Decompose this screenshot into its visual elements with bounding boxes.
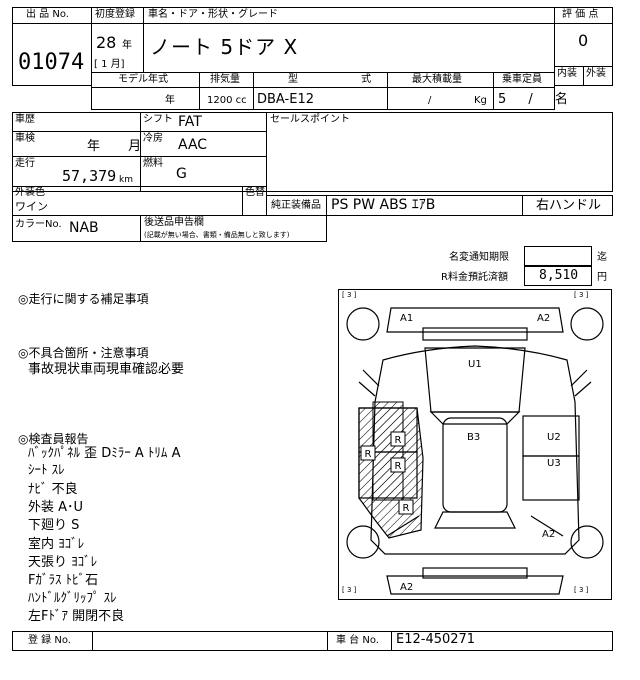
- defects-text: 事故現状車両現車確認必要: [28, 362, 185, 377]
- color-no: NAB: [69, 220, 99, 236]
- inspector-line: ｼｰﾄ ｽﾚ: [28, 463, 65, 478]
- corner-label-tl: [ 3 ]: [342, 291, 357, 299]
- recycle-value: 8,510: [539, 268, 579, 283]
- exterior-color: ワイン: [15, 200, 48, 213]
- exterior-color-label: 外装色: [15, 187, 45, 198]
- inspector-line: ﾊﾝﾄﾞﾙｸﾞﾘｯﾌﾟ ｽﾚ: [28, 591, 117, 606]
- shift-label: シフト: [143, 114, 173, 125]
- score: 0: [578, 31, 589, 50]
- ac-label: 冷房: [143, 133, 163, 144]
- ac: AAC: [178, 137, 208, 153]
- repair-mark-2: R: [365, 449, 372, 460]
- notice-unit: 迄: [597, 252, 607, 263]
- docs-note: (記載が無い場合、書類・備品無しと致します): [144, 231, 290, 239]
- model-year-label: モデル年式: [118, 74, 168, 85]
- roof-label: B3: [467, 432, 481, 443]
- recycle-label: R料金預託済額: [441, 272, 508, 283]
- type-label: 型 式: [288, 74, 402, 85]
- capacity: 5 / 名: [498, 92, 568, 107]
- inspector-line: 外装 A･U: [28, 500, 84, 515]
- chassis-no-row: [327, 631, 613, 651]
- corner-label-bl: [ 3 ]: [342, 586, 357, 594]
- max-load-label: 最大積載量: [412, 74, 462, 85]
- inspection-label: 車検: [15, 133, 35, 144]
- repair-mark-3: R: [395, 461, 402, 472]
- first-registration-month: [ 1 月]: [94, 59, 125, 70]
- inspector-line: Fｶﾞﾗｽ ﾄﾋﾞ石: [28, 573, 99, 588]
- interior-score-label: 内装: [557, 68, 577, 79]
- fuel: G: [176, 166, 187, 182]
- chassis-no: E12-450271: [396, 632, 476, 647]
- registration-no-label: 登 録 No.: [28, 635, 71, 646]
- inspector-line: 左Fﾄﾞｱ 開閉不良: [28, 609, 125, 624]
- score-label: 評 価 点: [562, 9, 599, 20]
- car-name: ノート 5ドア X: [150, 35, 299, 59]
- color-change-label: 色替: [245, 187, 265, 198]
- mileage-unit: km: [119, 175, 133, 185]
- inspection-value: 年 月: [87, 139, 142, 154]
- displacement: 1200 cc: [207, 95, 247, 106]
- equipment-row: [266, 195, 613, 216]
- inspector-line: 天張り ﾖｺﾞﾚ: [28, 555, 98, 570]
- history-label: 車歴: [15, 114, 35, 125]
- repair-mark-1: R: [395, 435, 402, 446]
- recycle-field: [524, 266, 592, 286]
- capacity-label: 乗車定員: [502, 74, 542, 85]
- equipment-label: 純正装備品: [271, 200, 321, 211]
- sales-points-label: セールスポイント: [270, 114, 350, 125]
- model-year-unit: 年: [165, 95, 175, 106]
- defects-title: ◎不具合箇所・注意事項: [18, 346, 149, 360]
- year-unit: 年: [122, 40, 132, 51]
- fuel-label: 燃料: [143, 158, 163, 169]
- inspector-line: ﾊﾞｯｸﾊﾟﾈﾙ 歪 Dﾐﾗｰ A ﾄﾘﾑ A: [28, 446, 181, 461]
- inspector-line: 室内 ﾖｺﾞﾚ: [28, 537, 85, 552]
- notice-field: [524, 246, 592, 266]
- first-registration-year: 28: [96, 33, 117, 52]
- car-name-label: 車名・ドア・形状・グレード: [148, 9, 278, 20]
- model-type: DBA-E12: [257, 92, 314, 107]
- specs-row: [91, 72, 555, 110]
- color-row: [12, 186, 267, 216]
- color-no-row: [12, 215, 327, 242]
- corner-label-br: [ 3 ]: [574, 586, 589, 594]
- inspector-title: ◎検査員報告: [18, 432, 89, 446]
- car-diagram-drawing: R R R R: [346, 307, 604, 595]
- equipment: PS PW ABS ｴｱB: [331, 197, 436, 213]
- front-bumper-label: A1: [400, 313, 414, 324]
- hood-label: U1: [468, 359, 482, 370]
- first-registration-label: 初度登録: [95, 9, 135, 20]
- notice-label: 名変通知期限: [449, 252, 509, 263]
- displacement-label: 排気量: [210, 74, 240, 85]
- exterior-score-label: 外装: [586, 68, 606, 79]
- sales-points-box: [266, 112, 613, 192]
- docs-label: 後送品申告欄: [144, 217, 204, 228]
- mileage: 57,379: [62, 167, 117, 185]
- rear-bumper-label: A2: [400, 582, 414, 593]
- color-no-label: カラーNo.: [15, 219, 62, 230]
- recycle-unit: 円: [597, 272, 607, 283]
- car-diagram: R R R R: [338, 289, 612, 600]
- chassis-no-label: 車 台 No.: [336, 635, 379, 646]
- max-load-separator: /: [428, 95, 432, 106]
- right-rear-label: U3: [547, 458, 561, 469]
- steering: 右ハンドル: [536, 198, 602, 213]
- lot-number-label: 出 品 No.: [26, 9, 69, 20]
- right-rear-corner-label: A2: [542, 529, 556, 540]
- driving-notes-title: ◎走行に関する補足事項: [18, 292, 149, 306]
- mileage-label: 走行: [15, 158, 35, 169]
- shift: FAT: [178, 114, 202, 130]
- inspector-line: ﾅﾋﾞ 不良: [28, 482, 78, 497]
- inspector-line: 下廻り S: [28, 518, 80, 533]
- corner-label-tr: [ 3 ]: [574, 291, 589, 299]
- front-bumper-right-label: A2: [537, 313, 551, 324]
- max-load-unit: Kg: [474, 95, 487, 106]
- right-front-label: U2: [547, 432, 561, 443]
- repair-mark-4: R: [403, 503, 410, 514]
- lot-number: 01074: [18, 50, 85, 75]
